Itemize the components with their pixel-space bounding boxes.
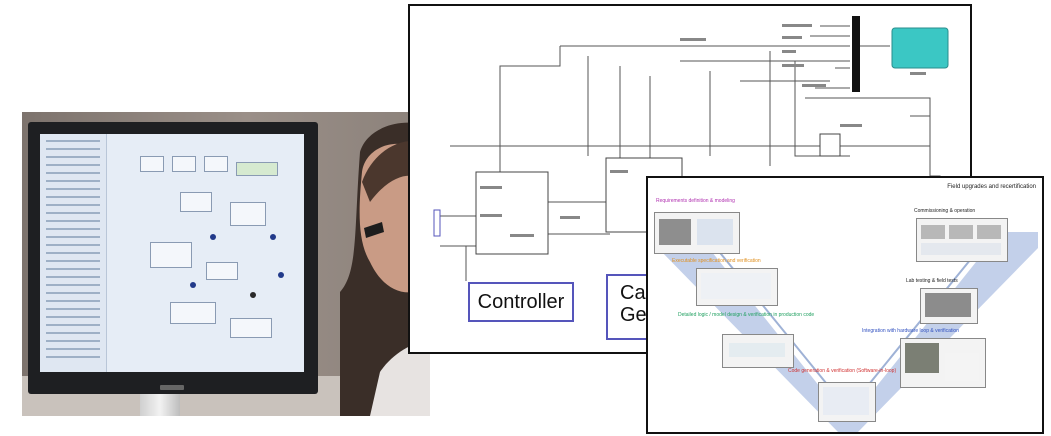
- monitor: [28, 122, 318, 394]
- screen-model-canvas: [110, 142, 298, 364]
- v-step-3-thumbnail: [722, 334, 794, 368]
- v-step-2-thumbnail: [696, 268, 778, 306]
- monitor-logo: [160, 385, 184, 390]
- v-step-7-thumbnail: [916, 218, 1008, 262]
- v-step-6-label: Lab testing & field tests: [906, 278, 958, 284]
- v-step-5-label: Integration with hardware loop & verific…: [862, 328, 959, 334]
- v-step-3-label: Detailed logic / model design & verifica…: [678, 312, 815, 318]
- screen-sidebar: [40, 134, 107, 372]
- v-step-4-label: Code generation & verification (Software…: [788, 368, 897, 374]
- v-step-4-thumbnail: [818, 382, 876, 422]
- engineer-photo: [22, 112, 430, 416]
- controller-label: Controller: [477, 290, 565, 313]
- v-step-7-label: Commissioning & operation: [914, 208, 976, 214]
- v-step-6-thumbnail: [920, 288, 978, 324]
- v-step-1-label: Requirements definition & modeling: [656, 198, 735, 204]
- controller-label-box: Controller: [468, 282, 574, 322]
- cg-label-line2: Ge: [620, 304, 647, 326]
- v-step-1-thumbnail: [654, 212, 740, 254]
- monitor-screen: [40, 134, 304, 372]
- cg-label-line1: Ca: [620, 282, 646, 304]
- monitor-stand: [140, 394, 180, 416]
- v-step-5-thumbnail: [900, 338, 986, 388]
- v-step-2-label: Executable specification and verificatio…: [672, 258, 761, 264]
- v-top-right-caption: Field upgrades and recertification: [947, 184, 1036, 190]
- v-model-panel: Field upgrades and recertification Requi…: [646, 176, 1044, 434]
